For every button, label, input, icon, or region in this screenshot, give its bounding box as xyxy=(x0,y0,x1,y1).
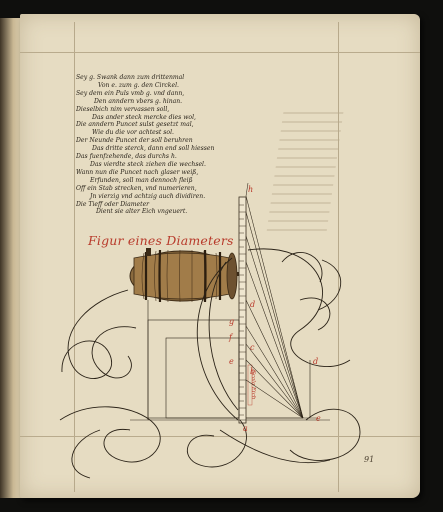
margin-rule-left xyxy=(74,22,75,492)
ruler-letter-e: e xyxy=(229,357,234,366)
text-line: Erfunden, soll man dennoch fleiß xyxy=(90,176,193,184)
ruler-letter-f: f xyxy=(228,333,234,342)
figure-caption: Figur eines Diameters xyxy=(88,233,234,248)
text-line: Off ein Stab strecken, vnd numerieren, xyxy=(76,184,197,192)
side-letter-d: d xyxy=(313,357,318,366)
ruler-letter-d: d xyxy=(250,300,255,309)
ruler-letter-h: h xyxy=(248,185,253,194)
side-letter-e: e xyxy=(316,414,321,423)
margin-rule-top xyxy=(20,52,420,53)
text-line: Jn vierzig vnd achtzig auch dividiren. xyxy=(90,192,206,200)
text-line: Das dritte sterck, dann end soll hiessen xyxy=(92,145,215,153)
text-line: Dieselbich nim vervassen soll, xyxy=(76,105,170,113)
barrel-illustration xyxy=(129,248,243,303)
text-line: Der Neunde Puncet der soll beruhren xyxy=(76,137,193,145)
construction-lines xyxy=(130,300,330,421)
text-line: Dient sie alter Eich vngeuert. xyxy=(96,208,188,216)
text-line: Wie du die vor achtest sol. xyxy=(92,129,174,137)
ruler-letter-labels: h g f e d c b a d e xyxy=(228,185,321,433)
text-line: Die Tieff oder Diameter xyxy=(76,200,150,208)
ruler-letter-c: c xyxy=(250,343,255,352)
construction-rays xyxy=(245,182,304,419)
ruler-letter-g: g xyxy=(229,317,234,326)
text-line: Von e. zum g. den Circkel. xyxy=(98,81,179,89)
text-line: Wann nun die Puncet nach glaser weiß, xyxy=(76,168,199,176)
text-line: Das ander steck mercke dies wol, xyxy=(92,113,196,121)
margin-rule-right xyxy=(338,22,339,492)
book-spine xyxy=(0,18,22,498)
margin-rule-bottom xyxy=(20,436,420,437)
ruler-letter-a: a xyxy=(243,424,248,433)
verse-text-block: Sey g. Swank dann zum drittenmal Von e. … xyxy=(76,74,246,216)
text-line: Den anndern vbers g. hinan. xyxy=(94,97,183,105)
text-line: Sey dem ein Puls vmb g. vnd dann, xyxy=(76,89,185,97)
folio-number: 91 xyxy=(364,455,375,464)
gauging-rod: Scala Eich xyxy=(238,196,256,424)
text-line: Das vierdte steck ziehen die wechsel. xyxy=(90,160,206,168)
text-line: Die anndern Puncet sulst gesetzt mal, xyxy=(76,121,194,129)
text-line: Sey g. Swank dann zum drittenmal xyxy=(76,74,185,81)
calligraphic-flourishes xyxy=(59,248,361,479)
ruler-letter-b: b xyxy=(250,367,255,376)
text-line: Das fuenfzehende, das durchs h. xyxy=(76,153,177,161)
